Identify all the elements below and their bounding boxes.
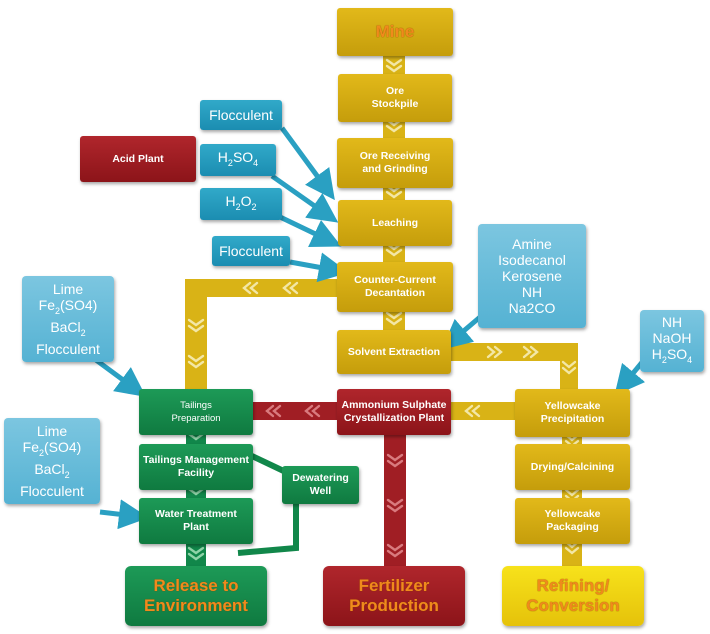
mine-label: Mine bbox=[375, 22, 415, 41]
se-reagents-box: Amine Isodecanol Kerosene NH Na2CO bbox=[478, 224, 586, 328]
water-reagents-box: Lime Fe2(SO4) BaCl2 Flocculent bbox=[4, 418, 100, 504]
flocculent-2-label: Flocculent bbox=[219, 242, 283, 259]
leaching-label: Leaching bbox=[371, 216, 419, 229]
pipe-yc-left bbox=[448, 402, 518, 420]
chevrons-red bbox=[265, 404, 404, 558]
ammonium-sulphate-label: Ammonium Sulphate Crystallization Plant bbox=[341, 399, 447, 424]
arrow-h2o2 bbox=[276, 213, 342, 248]
drying-calcining-box: Drying/Calcining bbox=[515, 444, 630, 490]
tailings-management-label: Tailings Management Facility bbox=[143, 454, 249, 479]
tailings-management-box: Tailings Management Facility bbox=[139, 444, 253, 490]
solvent-extraction-label: Solvent Extraction bbox=[347, 345, 441, 358]
tailings-preparation-box: Tailings Preparation bbox=[139, 389, 253, 435]
tailings-reagents-box: Lime Fe2(SO4) BaCl2 Flocculent bbox=[22, 276, 114, 362]
tailings-reagent-flocculent: Flocculent bbox=[36, 340, 100, 357]
flocculent-1-box: Flocculent bbox=[200, 100, 282, 130]
yellowcake-packaging-label: Yellowcake Packaging bbox=[544, 508, 601, 533]
dewatering-well-label: Dewatering Well bbox=[292, 472, 349, 497]
leaching-box: Leaching bbox=[338, 200, 452, 246]
tailings-reagent-fe: Fe2(SO4) bbox=[38, 297, 98, 316]
arrow-tailings-reagents bbox=[94, 357, 147, 397]
tailings-reagent-lime: Lime bbox=[52, 281, 84, 298]
se-reagent-isodecanol: Isodecanol bbox=[498, 252, 566, 268]
acid-plant-label: Acid Plant bbox=[112, 152, 164, 165]
arrow-flocculent-1 bbox=[279, 126, 335, 201]
red-pipes bbox=[245, 402, 406, 570]
yellowcake-packaging-box: Yellowcake Packaging bbox=[515, 498, 630, 544]
water-reagent-lime: Lime bbox=[36, 423, 68, 440]
pipe-se-right bbox=[445, 343, 578, 361]
ore-stockpile-box: Ore Stockpile bbox=[338, 74, 452, 122]
release-environment-box: Release to Environment bbox=[125, 566, 267, 626]
flocculent-1-label: Flocculent bbox=[209, 106, 273, 123]
arrow-water-reagents bbox=[99, 499, 149, 530]
yp-reagent-h2so4: H2SO4 bbox=[651, 346, 693, 365]
h2o2-box: H2O2 bbox=[200, 188, 282, 220]
pipe-as-down bbox=[384, 430, 406, 570]
se-reagent-nh: NH bbox=[521, 284, 543, 300]
pipe-dewatering-out bbox=[237, 500, 299, 556]
water-treatment-label: Water Treatment Plant bbox=[155, 508, 237, 533]
se-reagent-amine: Amine bbox=[512, 236, 552, 252]
ccd-box: Counter-Current Decantation bbox=[337, 262, 453, 312]
ore-receiving-label: Ore Receiving and Grinding bbox=[359, 150, 431, 175]
ore-receiving-box: Ore Receiving and Grinding bbox=[337, 138, 453, 188]
se-reagent-na2co: Na2CO bbox=[508, 300, 556, 316]
h2so4-label: H2SO4 bbox=[217, 148, 259, 168]
water-reagent-bacl2: BaCl2 bbox=[34, 461, 70, 480]
mine-box: Mine bbox=[337, 8, 453, 56]
ore-stockpile-label: Ore Stockpile bbox=[371, 85, 419, 110]
flocculent-2-box: Flocculent bbox=[212, 236, 290, 266]
arrow-h2so4 bbox=[270, 173, 339, 223]
pipe-as-left bbox=[245, 402, 340, 420]
dewatering-well-box: Dewatering Well bbox=[282, 466, 359, 504]
yp-reagent-nh: NH bbox=[661, 314, 683, 331]
chevrons-green bbox=[187, 432, 205, 561]
h2so4-box: H2SO4 bbox=[200, 144, 276, 176]
release-environment-label: Release to Environment bbox=[144, 576, 248, 615]
se-reagent-kerosene: Kerosene bbox=[502, 268, 562, 284]
tailings-reagent-bacl2: BaCl2 bbox=[50, 319, 86, 338]
ccd-label: Counter-Current Decantation bbox=[354, 274, 436, 299]
pipe-ccd-left bbox=[185, 279, 345, 297]
yp-reagents-box: NH NaOH H2SO4 bbox=[640, 310, 704, 372]
tailings-preparation-label: Tailings Preparation bbox=[171, 400, 221, 424]
refining-conversion-label: Refining/ Conversion bbox=[526, 576, 620, 615]
fertilizer-production-label: Fertilizer Production bbox=[349, 576, 439, 615]
acid-plant-box: Acid Plant bbox=[80, 136, 196, 182]
yp-reagent-naoh: NaOH bbox=[652, 330, 692, 347]
drying-calcining-label: Drying/Calcining bbox=[530, 460, 615, 473]
yellowcake-precipitation-box: Yellowcake Precipitation bbox=[515, 389, 630, 437]
refining-conversion-box: Refining/ Conversion bbox=[502, 566, 644, 626]
ammonium-sulphate-box: Ammonium Sulphate Crystallization Plant bbox=[337, 389, 451, 435]
water-reagent-flocculent: Flocculent bbox=[20, 482, 84, 499]
arrow-flocculent-2 bbox=[289, 252, 349, 283]
h2o2-label: H2O2 bbox=[225, 192, 257, 212]
yellowcake-precipitation-label: Yellowcake Precipitation bbox=[540, 400, 605, 425]
water-reagent-fe: Fe2(SO4) bbox=[22, 439, 82, 458]
fertilizer-production-box: Fertilizer Production bbox=[323, 566, 465, 626]
water-treatment-box: Water Treatment Plant bbox=[139, 498, 253, 544]
solvent-extraction-box: Solvent Extraction bbox=[337, 330, 451, 374]
pipe-ccd-down bbox=[185, 279, 207, 389]
